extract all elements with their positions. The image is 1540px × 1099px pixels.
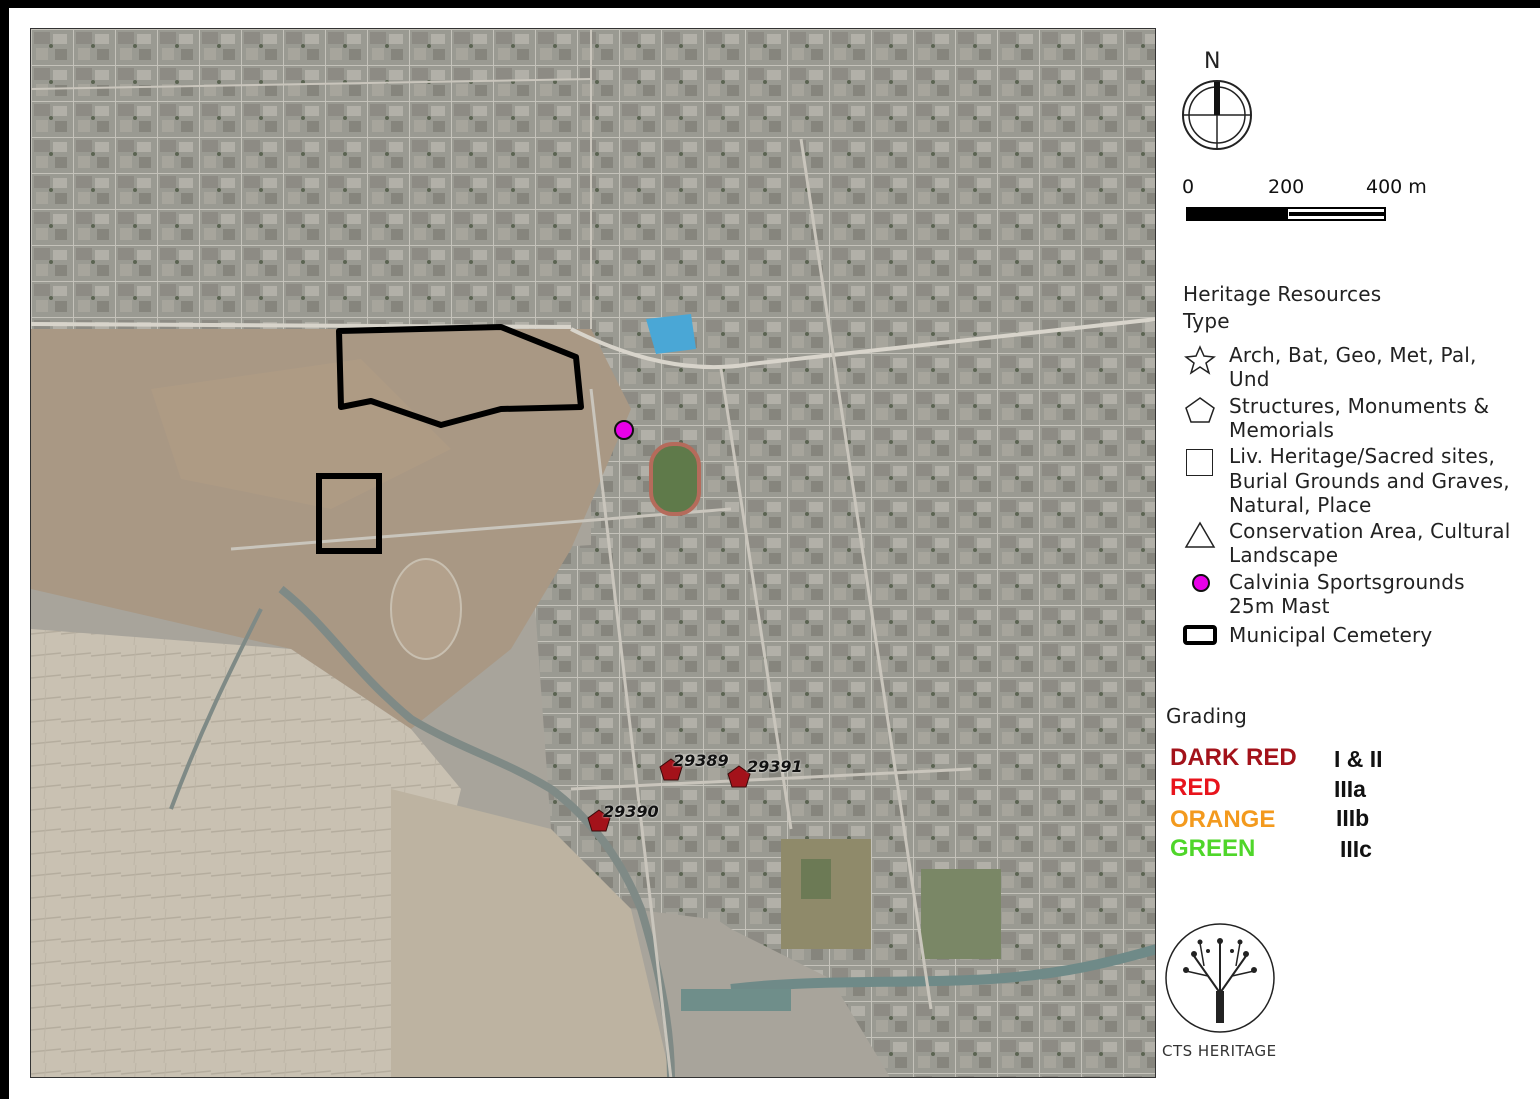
- heritage-sites-layer: [587, 758, 751, 832]
- legend-subtitle: Type: [1183, 309, 1230, 333]
- magenta-dot-icon: [1192, 574, 1210, 592]
- north-arrow-icon: [1182, 80, 1252, 150]
- heritage-site-29390-marker[interactable]: [587, 809, 611, 832]
- legend-item-label: Memorials: [1229, 418, 1335, 442]
- grade-color-dark-red: DARK RED: [1170, 744, 1297, 771]
- grade-value: IIIb: [1336, 805, 1370, 831]
- scale-bar: [1186, 207, 1386, 221]
- scale-tick-200: 200: [1268, 176, 1305, 198]
- frame-border-top: [0, 0, 1540, 8]
- sportsgrounds-mast-marker[interactable]: [614, 420, 634, 440]
- legend-item-label: Natural, Place: [1229, 493, 1372, 517]
- legend-item-label: Und: [1229, 367, 1270, 391]
- municipal-cemetery-west[interactable]: [316, 473, 382, 554]
- satellite-map[interactable]: 29389 29391 29390: [30, 28, 1156, 1078]
- pentagon-icon: [1185, 397, 1215, 423]
- grade-color-green: GREEN: [1170, 835, 1256, 862]
- heritage-site-29391-marker[interactable]: [727, 765, 751, 788]
- frame-border-left: [0, 0, 9, 1099]
- cts-heritage-logo-text: CTS HERITAGE: [1162, 1042, 1277, 1060]
- legend-item-label: Burial Grounds and Graves,: [1229, 469, 1510, 493]
- legend-item-label: Municipal Cemetery: [1229, 623, 1433, 647]
- legend-item-label: 25m Mast: [1229, 594, 1330, 618]
- legend-title: Heritage Resources: [1183, 282, 1382, 306]
- grade-color-orange: ORANGE: [1170, 806, 1276, 833]
- legend-item-label: Arch, Bat, Geo, Met, Pal,: [1229, 343, 1477, 367]
- legend-item-label: Liv. Heritage/Sacred sites,: [1229, 444, 1496, 468]
- scale-tick-0: 0: [1182, 176, 1195, 198]
- legend-panel: N 0 200 400 m Heritage Resources Type Ar…: [1156, 28, 1540, 1078]
- cts-heritage-tree-logo: [1165, 923, 1275, 1033]
- heritage-site-29389-marker[interactable]: [659, 758, 683, 781]
- grade-value: IIIa: [1334, 776, 1366, 802]
- heritage-site-label: 29391: [747, 757, 803, 776]
- triangle-icon: [1184, 521, 1216, 548]
- star-icon: [1184, 345, 1216, 375]
- north-arrow-label: N: [1204, 49, 1221, 74]
- scale-bar-inner: [1289, 212, 1384, 216]
- heritage-site-label: 29389: [673, 751, 729, 770]
- square-icon: [1186, 449, 1213, 476]
- heritage-site-label: 29390: [603, 802, 659, 821]
- scale-tick-400: 400 m: [1366, 176, 1427, 198]
- cemetery-layer: [316, 324, 584, 554]
- legend-item-label: Conservation Area, Cultural: [1229, 519, 1511, 543]
- grade-color-red: RED: [1170, 774, 1221, 801]
- legend-item-label: Landscape: [1229, 543, 1339, 567]
- grading-title: Grading: [1166, 704, 1247, 728]
- black-rectangle-icon: [1183, 625, 1217, 645]
- municipal-cemetery-north[interactable]: [336, 324, 584, 428]
- grade-value: IIIc: [1340, 836, 1372, 862]
- grade-value: I & II: [1334, 746, 1383, 772]
- map-canvas: [31, 29, 1155, 1077]
- legend-item-label: Calvinia Sportsgrounds: [1229, 570, 1465, 594]
- legend-item-label: Structures, Monuments &: [1229, 394, 1490, 418]
